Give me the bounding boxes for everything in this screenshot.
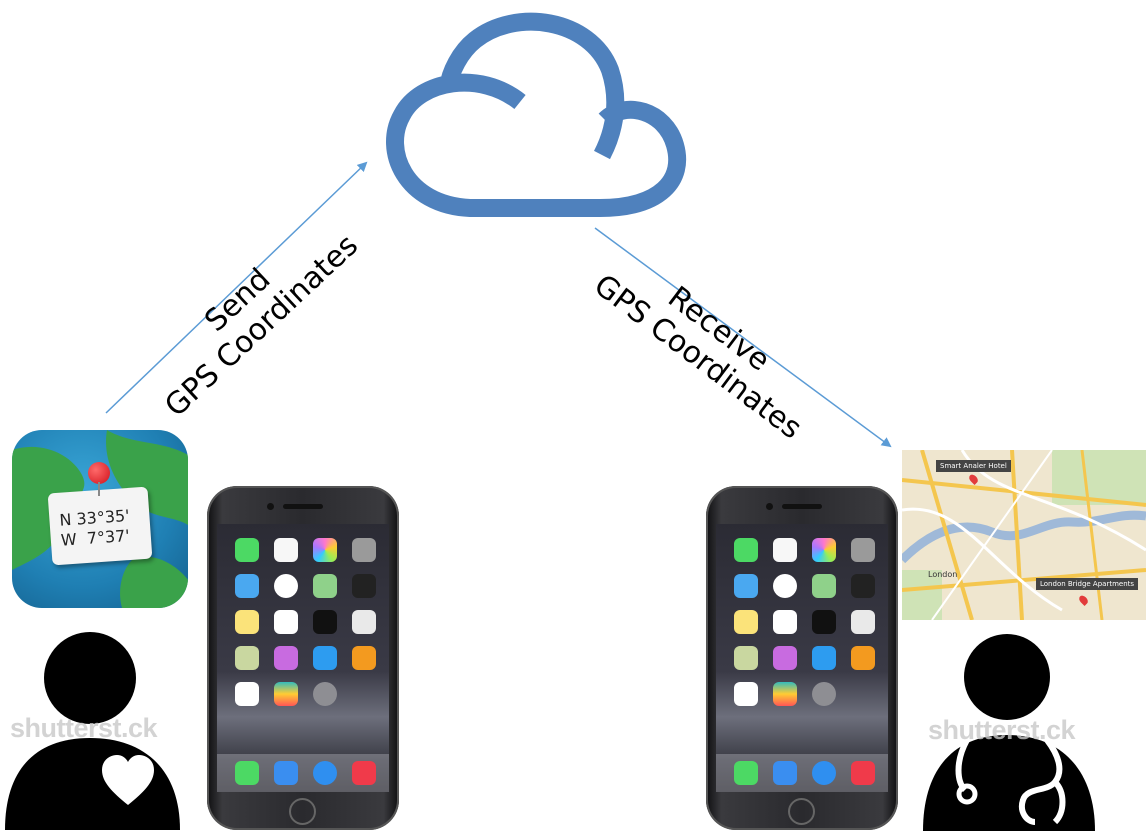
camera-app-icon bbox=[352, 538, 376, 562]
stocks-app-icon bbox=[812, 610, 836, 634]
ibooks-app-icon bbox=[352, 646, 376, 670]
videos-app-icon bbox=[851, 574, 875, 598]
map-callout-2: London Bridge Apartments bbox=[1036, 578, 1139, 590]
itunes-app-icon bbox=[274, 646, 298, 670]
gps-app-icon: N 33°35' W 7°37' bbox=[12, 430, 188, 608]
phone-screen bbox=[217, 524, 389, 792]
settings-app-icon bbox=[812, 682, 836, 706]
passbook-app-icon bbox=[274, 682, 298, 706]
send-arrow bbox=[105, 161, 368, 414]
videos-app-icon bbox=[352, 574, 376, 598]
stocks-app-icon bbox=[313, 610, 337, 634]
camera-app-icon bbox=[851, 538, 875, 562]
weather-app-icon bbox=[734, 574, 758, 598]
appstore-app-icon bbox=[313, 646, 337, 670]
gamecenter-app-icon bbox=[851, 610, 875, 634]
speaker-grille bbox=[283, 504, 323, 509]
phone-dock bbox=[217, 754, 389, 792]
mail-app-icon bbox=[274, 761, 298, 785]
city-map-icon: Smart Analer Hotel London Bridge Apartme… bbox=[902, 450, 1146, 620]
phone-dock bbox=[716, 754, 888, 792]
map-roads bbox=[902, 450, 1146, 620]
camera-icon bbox=[267, 503, 274, 510]
receive-arrow bbox=[594, 227, 892, 448]
doctor-stethoscope-icon bbox=[923, 634, 1095, 831]
calendar-app-icon bbox=[274, 538, 298, 562]
home-button bbox=[788, 798, 815, 825]
coordinates-tag: N 33°35' W 7°37' bbox=[47, 486, 153, 566]
messages-app-icon bbox=[734, 538, 758, 562]
mail-app-icon bbox=[773, 761, 797, 785]
camera-icon bbox=[766, 503, 773, 510]
phone-screen bbox=[716, 524, 888, 792]
music-app-icon bbox=[851, 761, 875, 785]
messages-app-icon bbox=[235, 538, 259, 562]
maps-app-icon bbox=[812, 574, 836, 598]
clock-app-icon bbox=[274, 574, 298, 598]
cloud-icon bbox=[386, 12, 687, 217]
map-place-label: London bbox=[928, 570, 958, 579]
music-app-icon bbox=[352, 761, 376, 785]
appstore-app-icon bbox=[812, 646, 836, 670]
phone-app-icon bbox=[235, 761, 259, 785]
maps-app-icon bbox=[313, 574, 337, 598]
safari-app-icon bbox=[313, 761, 337, 785]
sender-phone bbox=[207, 486, 399, 830]
health-app-icon bbox=[235, 682, 259, 706]
clock-app-icon bbox=[773, 574, 797, 598]
passbook-app-icon bbox=[773, 682, 797, 706]
reminders-app-icon bbox=[274, 610, 298, 634]
receiver-phone bbox=[706, 486, 898, 830]
health-app-icon bbox=[734, 682, 758, 706]
map-callout-1: Smart Analer Hotel bbox=[936, 460, 1011, 472]
ibooks-app-icon bbox=[851, 646, 875, 670]
home-button bbox=[289, 798, 316, 825]
speaker-grille bbox=[782, 504, 822, 509]
watermark-left: shutterst.ck bbox=[10, 713, 158, 743]
notes-app-icon bbox=[734, 610, 758, 634]
newsstand-app-icon bbox=[235, 646, 259, 670]
patient-heart-icon bbox=[5, 632, 180, 830]
reminders-app-icon bbox=[773, 610, 797, 634]
settings-app-icon bbox=[313, 682, 337, 706]
map-pin-needle bbox=[98, 482, 100, 496]
gamecenter-app-icon bbox=[352, 610, 376, 634]
map-pin-icon bbox=[88, 462, 110, 484]
photos-app-icon bbox=[812, 538, 836, 562]
weather-app-icon bbox=[235, 574, 259, 598]
newsstand-app-icon bbox=[734, 646, 758, 670]
itunes-app-icon bbox=[773, 646, 797, 670]
phone-app-icon bbox=[734, 761, 758, 785]
safari-app-icon bbox=[812, 761, 836, 785]
watermark-right: shutterst.ck bbox=[928, 715, 1076, 745]
photos-app-icon bbox=[313, 538, 337, 562]
notes-app-icon bbox=[235, 610, 259, 634]
calendar-app-icon bbox=[773, 538, 797, 562]
